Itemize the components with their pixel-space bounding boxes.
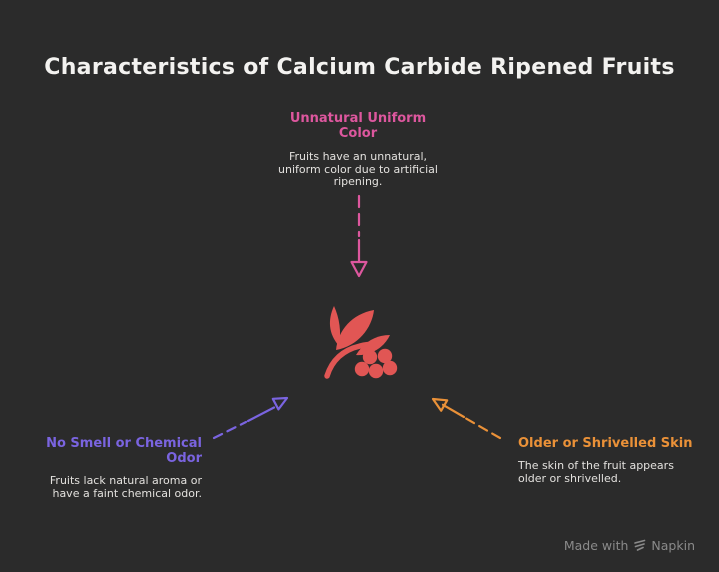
arrow-down-icon bbox=[350, 194, 368, 278]
page-title: Characteristics of Calcium Carbide Ripen… bbox=[44, 55, 675, 80]
callout-heading: Older or Shrivelled Skin bbox=[518, 436, 693, 451]
callout-heading: No Smell or Chemical Odor bbox=[46, 436, 202, 466]
callout-description: The skin of the fruit appears older or s… bbox=[518, 459, 674, 485]
callout-unnatural-uniform-color: Unnatural Uniform Color Fruits have an u… bbox=[248, 111, 468, 189]
callout-description: Fruits have an unnatural, uniform color … bbox=[278, 150, 438, 188]
napkin-logo-icon bbox=[634, 539, 646, 551]
watermark: Made with Napkin bbox=[564, 538, 695, 553]
callout-heading: Unnatural Uniform Color bbox=[289, 111, 427, 141]
watermark-prefix: Made with bbox=[563, 538, 629, 553]
arrow-up-right-icon bbox=[212, 396, 289, 440]
callout-no-smell-chemical-odor: No Smell or Chemical Odor Fruits lack na… bbox=[22, 436, 202, 500]
arrow-up-left-icon bbox=[431, 397, 502, 440]
callout-older-shrivelled-skin: Older or Shrivelled Skin The skin of the… bbox=[518, 436, 698, 485]
watermark-brand: Napkin bbox=[651, 538, 695, 553]
callout-description: Fruits lack natural aroma or have a fain… bbox=[49, 474, 202, 500]
berries-icon bbox=[324, 306, 398, 379]
